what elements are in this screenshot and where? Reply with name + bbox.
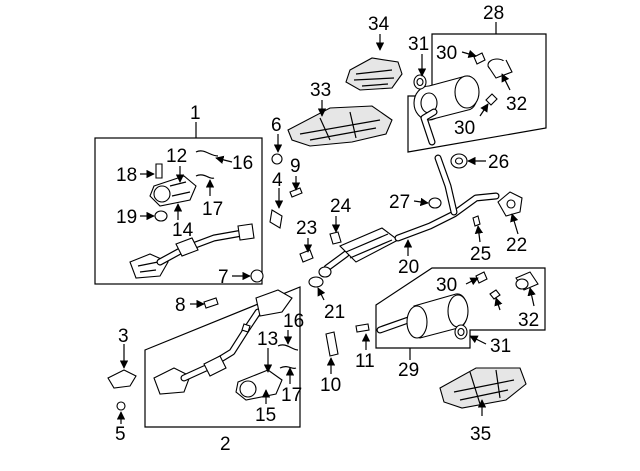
callout-17a: 17	[202, 199, 223, 220]
callout-labels: 1 2 3 4 5 6 7 8 9 10 11 12 13 14 15 16 1…	[115, 3, 539, 455]
callout-32b: 32	[518, 310, 539, 331]
callout-1: 1	[190, 103, 201, 124]
hardware-7-8-10-11	[203, 269, 370, 357]
callout-4: 4	[272, 170, 283, 191]
heat-shield-34	[345, 57, 403, 91]
callout-6: 6	[271, 115, 282, 136]
group-box-2	[144, 286, 301, 428]
callout-14: 14	[172, 220, 194, 241]
callout-17b: 17	[281, 385, 302, 406]
hardware-6-9-4	[269, 153, 303, 229]
center-pipe-20	[308, 154, 523, 288]
heat-shield-35	[439, 367, 527, 409]
front-pipe-assembly-2	[153, 289, 299, 401]
callout-28: 28	[483, 3, 504, 24]
callout-19: 19	[116, 207, 137, 228]
callout-16b: 16	[283, 311, 304, 332]
callout-31b: 31	[490, 336, 511, 357]
rear-muffler-lower	[376, 271, 539, 340]
callout-31a: 31	[408, 34, 429, 55]
callout-12: 12	[166, 146, 187, 167]
callout-16a: 16	[232, 153, 253, 174]
callout-32a: 32	[506, 94, 527, 115]
front-pipe-assembly-1	[129, 150, 255, 279]
callout-9: 9	[290, 156, 301, 177]
heat-shield-33	[287, 105, 393, 147]
hardware-3-5	[107, 369, 137, 411]
callout-2: 2	[220, 434, 231, 455]
callout-26: 26	[488, 152, 509, 173]
callout-22: 22	[506, 235, 527, 256]
callout-15: 15	[255, 405, 276, 426]
callout-30c: 30	[436, 275, 457, 296]
callout-34: 34	[368, 14, 390, 35]
callout-20: 20	[398, 257, 419, 278]
callout-21: 21	[324, 302, 345, 323]
callout-33: 33	[310, 80, 331, 101]
callout-24: 24	[330, 196, 352, 217]
callout-23: 23	[296, 218, 317, 239]
callout-8: 8	[175, 295, 186, 316]
leader-lines	[116, 22, 536, 424]
callout-35: 35	[470, 424, 491, 445]
callout-30b: 30	[454, 118, 475, 139]
callout-18: 18	[116, 165, 137, 186]
callout-25: 25	[470, 244, 491, 265]
rear-muffler-upper	[413, 52, 513, 146]
callout-29: 29	[398, 360, 419, 381]
callout-5: 5	[115, 424, 126, 445]
callout-11: 11	[355, 351, 375, 372]
callout-7: 7	[218, 267, 229, 288]
group-box-29	[375, 267, 546, 349]
callout-27: 27	[389, 192, 410, 213]
callout-30a: 30	[436, 43, 457, 64]
callout-13: 13	[257, 329, 278, 350]
group-box-1	[94, 137, 263, 285]
callout-3: 3	[118, 326, 129, 347]
gasket-26	[450, 153, 468, 169]
callout-10: 10	[320, 375, 341, 396]
